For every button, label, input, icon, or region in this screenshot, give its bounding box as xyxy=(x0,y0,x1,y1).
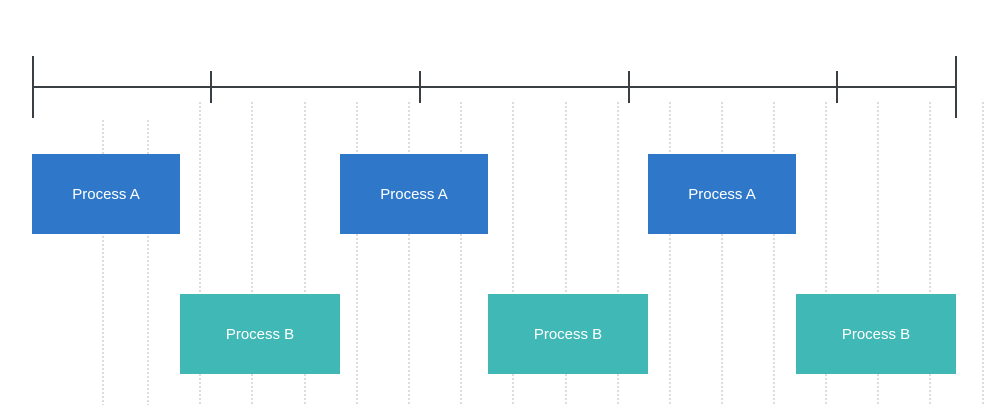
process-a-block[interactable]: Process A xyxy=(648,154,796,234)
process-label: Process B xyxy=(841,325,911,343)
process-label: Process B xyxy=(533,325,603,343)
process-b-block[interactable]: Process B xyxy=(796,294,956,374)
process-b-block[interactable]: Process B xyxy=(488,294,648,374)
process-label: Process B xyxy=(225,325,295,343)
process-label: Process A xyxy=(688,185,756,203)
process-label: Process A xyxy=(72,185,140,203)
process-b-block[interactable]: Process B xyxy=(180,294,340,374)
process-a-block[interactable]: Process A xyxy=(340,154,488,234)
process-a-block[interactable]: Process A xyxy=(32,154,180,234)
process-label: Process A xyxy=(380,185,448,203)
timeline-axis xyxy=(32,56,957,118)
